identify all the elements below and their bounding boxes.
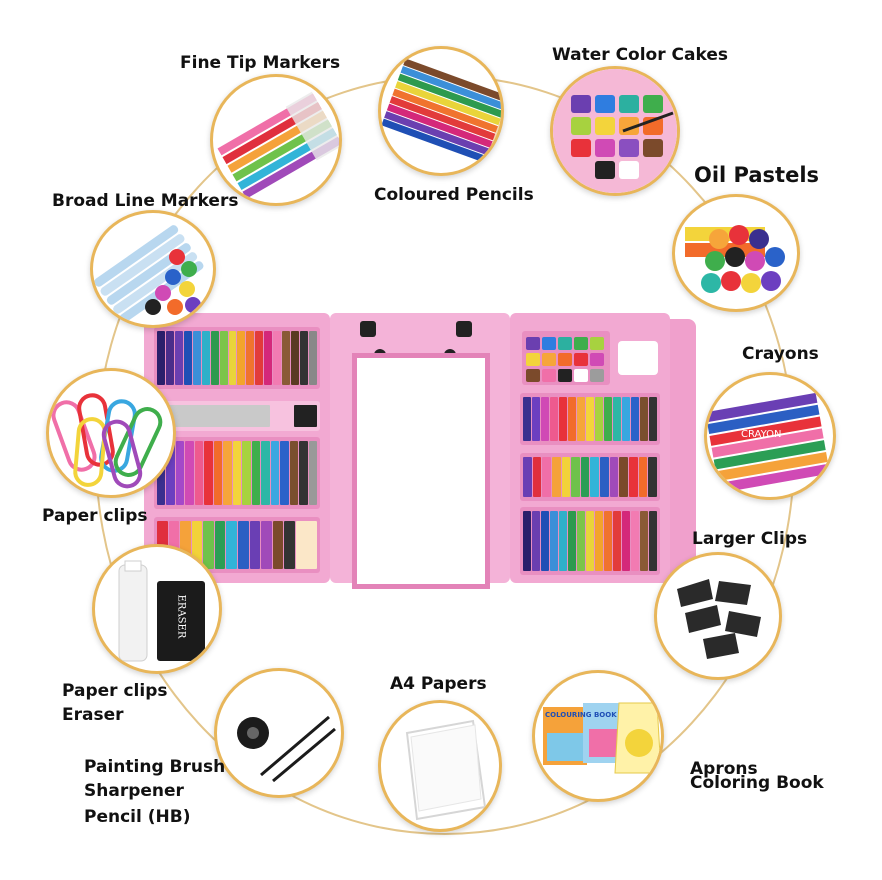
sharpener-brush-icon bbox=[237, 715, 336, 783]
eraser-bubble: ERASER bbox=[92, 544, 222, 674]
easel-clip-icon bbox=[456, 321, 472, 337]
case-right-panel bbox=[510, 313, 670, 583]
label-broad-line-markers: Broad Line Markers bbox=[52, 191, 239, 211]
fine-tip-markers-icon bbox=[217, 91, 339, 199]
label-oil-pastels: Oil Pastels bbox=[694, 163, 820, 187]
label-fine-tip-markers: Fine Tip Markers bbox=[180, 53, 341, 73]
paper-clips-bubble bbox=[46, 368, 176, 498]
label-eraser: Eraser bbox=[62, 705, 124, 725]
label-paper-clips-2: Paper clips bbox=[62, 681, 168, 701]
label-water-color-cakes: Water Color Cakes bbox=[552, 45, 728, 65]
easel-clip-icon bbox=[360, 321, 376, 337]
label-larger-clips: Larger Clips bbox=[692, 529, 808, 549]
label-coloured-pencils: Coloured Pencils bbox=[374, 185, 534, 205]
broad-line-markers-icon bbox=[94, 225, 204, 323]
coloured-pencils-bubble bbox=[378, 46, 504, 176]
aprons-coloring-book-bubble: COLOURING BOOK bbox=[532, 670, 664, 802]
broad-marker-row bbox=[154, 437, 320, 509]
glue-stick-icon bbox=[118, 560, 205, 662]
a4-paper-icon bbox=[405, 719, 487, 821]
larger-clips-bubble bbox=[654, 552, 782, 680]
crayons-bubble: CRAYON bbox=[704, 372, 836, 500]
crayons-icon: CRAYON bbox=[707, 392, 830, 494]
label-paper-clips: Paper clips bbox=[42, 506, 148, 526]
fine-tip-markers-bubble bbox=[210, 74, 342, 206]
coloring-book-apron-icon bbox=[543, 702, 661, 774]
label-aprons: Aprons bbox=[690, 759, 758, 779]
eraser-print-text: ERASER bbox=[175, 594, 187, 639]
larger-clips-icon bbox=[677, 579, 761, 659]
label-pencil-hb: Pencil (HB) bbox=[84, 807, 191, 827]
book-print-text: COLOURING BOOK bbox=[545, 711, 617, 719]
label-a4-papers: A4 Papers bbox=[390, 674, 487, 694]
label-crayons: Crayons bbox=[742, 344, 819, 364]
drawing-board bbox=[352, 353, 490, 589]
oil-pastels-bubble bbox=[672, 194, 800, 312]
glue-eraser-slot bbox=[618, 341, 658, 375]
paper-clips-icon bbox=[51, 393, 163, 489]
art-case bbox=[144, 305, 744, 595]
case-side-edge bbox=[670, 319, 696, 577]
water-color-cakes-bubble bbox=[550, 66, 680, 196]
a4-papers-bubble bbox=[378, 700, 502, 832]
brush-tray bbox=[154, 401, 320, 431]
watercolor-palette bbox=[522, 331, 610, 385]
broad-line-markers-bubble bbox=[90, 210, 216, 328]
pencil-row bbox=[154, 327, 320, 389]
label-sharpener: Sharpener bbox=[84, 781, 184, 801]
crayon-row bbox=[520, 453, 660, 501]
coloured-pencils-icon bbox=[381, 58, 501, 163]
oil-pastel-row bbox=[520, 393, 660, 445]
label-painting-brush: Painting Brush bbox=[84, 757, 226, 777]
oil-pastels-icon bbox=[685, 225, 785, 293]
label-coloring-book: Coloring Book bbox=[690, 773, 824, 793]
water-color-cakes-icon bbox=[553, 69, 677, 193]
crayon-print-text: CRAYON bbox=[741, 429, 782, 440]
colored-pencil-row bbox=[520, 507, 660, 575]
brush-sharpener-bubble bbox=[214, 668, 344, 798]
